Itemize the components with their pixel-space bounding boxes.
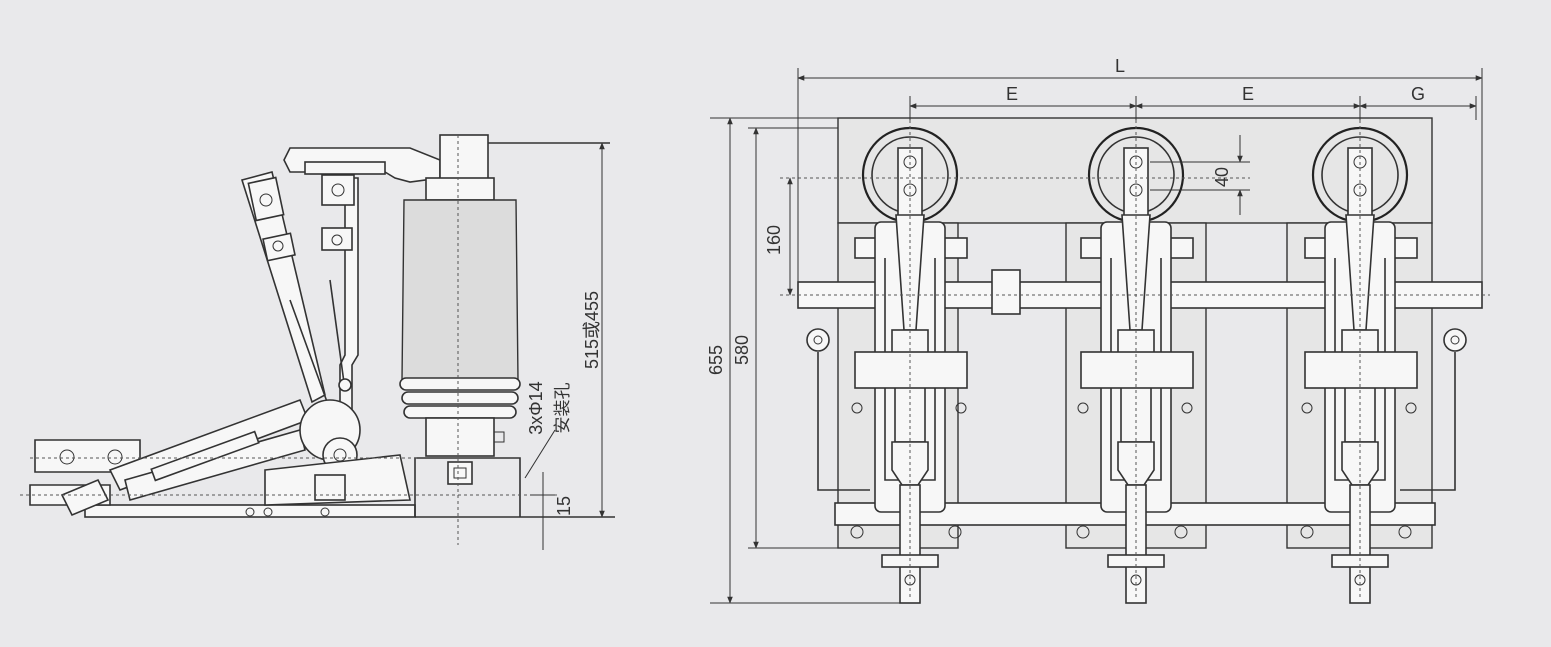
side-insulator-shed-2 <box>401 391 519 405</box>
side-insulator-cap <box>425 177 495 201</box>
side-bolt-5 <box>59 449 75 465</box>
front-overall-height-label: 655 <box>706 345 726 375</box>
side-bolt-2 <box>331 234 343 246</box>
side-foot-nut <box>447 461 473 485</box>
side-height-label: 515或455 <box>582 291 602 369</box>
pole-mid-clamp <box>854 351 968 389</box>
front-pole-1 <box>850 120 968 604</box>
pole-bolt-2 <box>903 183 917 197</box>
side-hole-caption: 安装孔 <box>553 383 573 434</box>
front-view: L E E G 40 160 580 655 <box>706 56 1490 605</box>
front-ground-eye-right <box>1443 328 1467 352</box>
side-bracket-block <box>314 474 346 501</box>
side-base-bolt-1 <box>245 507 255 517</box>
pole-base-hole-left <box>850 525 864 539</box>
front-ground-eye-left-hole <box>813 335 823 345</box>
front-ground-eye-left <box>806 328 830 352</box>
side-upper-contact <box>321 174 355 206</box>
front-inner-height-label: 580 <box>732 335 752 365</box>
side-insulator-shed-3 <box>403 405 517 419</box>
front-shaft-height-label: 160 <box>764 225 784 255</box>
side-base-bolt-2 <box>263 507 273 517</box>
side-blade-clip <box>262 232 296 262</box>
side-offset-label: 15 <box>554 496 574 516</box>
front-pitch-label-2: E <box>1242 84 1254 104</box>
side-lever-2 <box>329 279 346 391</box>
front-ground-cable-right <box>1400 352 1456 491</box>
side-insulator-shed-1 <box>399 377 521 391</box>
side-link-bar <box>150 430 260 482</box>
front-ground-eye-right-hole <box>1450 335 1460 345</box>
side-insulator-body <box>401 199 519 381</box>
side-mount-foot <box>414 457 521 517</box>
side-bolt-1 <box>331 183 345 197</box>
front-ground-cable-left <box>817 352 870 491</box>
pole-terminal <box>897 147 923 221</box>
side-hole-leader <box>524 429 556 479</box>
side-base-plate <box>84 504 416 518</box>
side-mid-block <box>321 227 353 251</box>
side-handle-grip <box>304 161 386 175</box>
side-bolt-6 <box>107 449 123 465</box>
front-shaft-coupling <box>991 269 1021 315</box>
side-arm-tip <box>60 478 110 517</box>
front-pitch-label-1: E <box>1006 84 1018 104</box>
side-bolt-marker <box>493 431 505 443</box>
side-hole-label: 3xΦ14 <box>526 381 546 434</box>
pole-hole-right <box>955 402 967 414</box>
side-base-bolt-3 <box>320 507 330 517</box>
pole-base-hole-right <box>948 525 962 539</box>
side-view: 515或455 3xΦ14 安装孔 15 <box>20 134 615 550</box>
side-top-terminal <box>439 134 489 181</box>
side-pivot-1 <box>338 378 352 392</box>
side-bolt-3 <box>259 193 273 207</box>
front-end-label: G <box>1411 84 1425 104</box>
side-foot-nut-inner <box>453 467 467 479</box>
side-insulator-base <box>425 417 495 457</box>
front-gap-label: 40 <box>1212 167 1232 187</box>
side-bolt-4 <box>272 240 284 252</box>
pole-lower-terminal <box>899 484 921 604</box>
front-width-label: L <box>1115 56 1125 76</box>
side-blade-clamp <box>247 176 285 222</box>
pole-hole-left <box>851 402 863 414</box>
